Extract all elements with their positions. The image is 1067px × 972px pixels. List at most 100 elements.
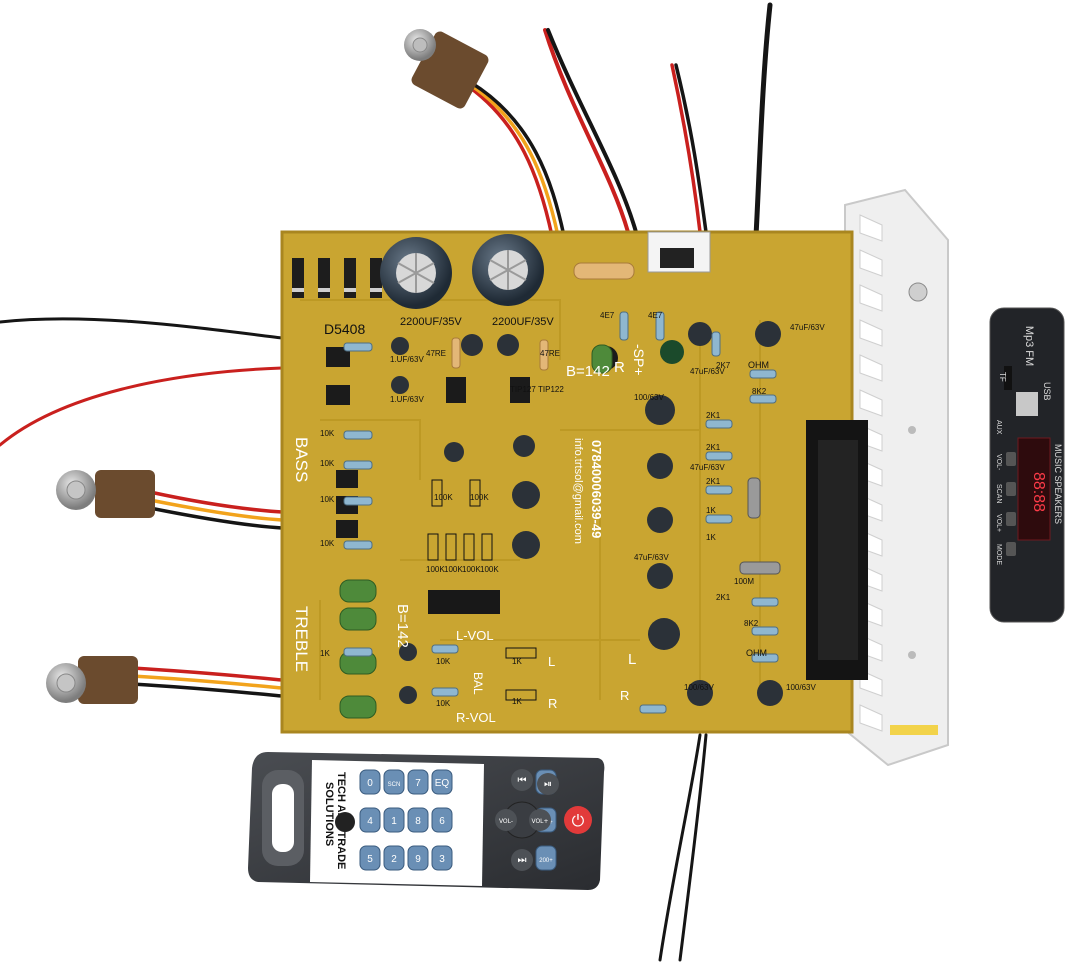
component-value-label: 47uF/63V bbox=[790, 323, 825, 332]
component-value-label: 10K bbox=[320, 459, 335, 468]
usb-port[interactable] bbox=[1016, 392, 1038, 416]
aux-label: AUX bbox=[995, 420, 1002, 435]
component-value-label: 4E7 bbox=[648, 311, 663, 320]
volume-potentiometer bbox=[404, 29, 489, 109]
component-value-label: 47uF/63V bbox=[690, 463, 725, 472]
remote-nav-button[interactable] bbox=[537, 773, 559, 795]
component-value-label: 10K bbox=[320, 429, 335, 438]
remote-key-label: EQ bbox=[435, 778, 450, 789]
component-value-label: 1K bbox=[512, 657, 522, 666]
remote-nav-pad: ⏮⏭VOL-VOL+⏯ bbox=[495, 769, 559, 871]
mp3-button[interactable] bbox=[1006, 542, 1016, 556]
remote-brand-2: SOLUTIONS bbox=[323, 782, 335, 846]
op-amp-ic bbox=[428, 590, 500, 614]
component-value-label: 47uF/63V bbox=[634, 553, 669, 562]
remote-nav-label: VOL- bbox=[499, 818, 513, 825]
mp3-button[interactable] bbox=[1006, 512, 1016, 526]
remote-key[interactable] bbox=[383, 807, 405, 833]
remote-key-label: SCN bbox=[388, 782, 401, 788]
small-capacitors bbox=[391, 321, 783, 706]
r-low-label: R bbox=[620, 688, 629, 703]
remote-nav-label: ⏮ bbox=[518, 775, 527, 786]
component-value-label: 100K bbox=[470, 493, 489, 502]
remote-key[interactable] bbox=[359, 807, 381, 833]
remote-key[interactable] bbox=[359, 769, 381, 795]
component-value-label: 1K bbox=[706, 533, 716, 542]
component-value-label: 100K bbox=[480, 565, 499, 574]
remote-nav-label: ⏯ bbox=[544, 779, 552, 790]
component-value-label: 1.UF/63V bbox=[390, 395, 424, 404]
remote-nav-button[interactable] bbox=[511, 769, 533, 791]
remote-key-label: 0 bbox=[367, 778, 373, 789]
component-value-label: 10K bbox=[320, 495, 335, 504]
component-value-label: 1K bbox=[320, 649, 330, 658]
remote-key[interactable] bbox=[407, 807, 429, 833]
l-mid-label: L bbox=[548, 654, 555, 669]
treble-label: TREBLE bbox=[292, 606, 311, 672]
mp3-module: Mp3 FM USB TF 88:88 MUSIC SPEAKERS VOL- … bbox=[989, 307, 1065, 623]
remote-key[interactable] bbox=[359, 845, 381, 871]
mp3-btn-label-0: VOL- bbox=[995, 454, 1002, 471]
mp3-display: 88:88 bbox=[1030, 472, 1047, 512]
amplifier-board: D5408 2200UF/35V 2200UF/35V bbox=[280, 230, 868, 734]
remote-nav-button[interactable] bbox=[495, 809, 517, 831]
component-value-label: TIP122 bbox=[538, 385, 564, 394]
remote-nav-label: VOL+ bbox=[531, 818, 548, 825]
tf-slot[interactable] bbox=[1004, 366, 1012, 390]
component-value-label: 2K1 bbox=[706, 411, 721, 420]
mp3-buttons bbox=[1006, 452, 1016, 556]
mp3-button[interactable] bbox=[1006, 452, 1016, 466]
mp3-btn-label-2: VOL+ bbox=[995, 514, 1002, 532]
remote-nav-button[interactable] bbox=[529, 809, 551, 831]
power-resistor bbox=[573, 262, 635, 280]
remote-key[interactable] bbox=[431, 845, 453, 871]
treble-potentiometer bbox=[46, 656, 138, 704]
filter-capacitor-2 bbox=[472, 234, 544, 306]
mp3-btn-label-3: MODE bbox=[995, 544, 1002, 565]
remote-key[interactable] bbox=[383, 845, 405, 871]
ohm-label-1: OHM bbox=[748, 360, 769, 370]
remote-key-label: 5 bbox=[367, 854, 373, 865]
mp3-logo: Mp3 FM bbox=[1023, 326, 1035, 366]
remote-nav-button[interactable] bbox=[511, 849, 533, 871]
remote-key-label: 200+ bbox=[539, 858, 553, 864]
email-label: info.trtsol@gmail.com bbox=[572, 438, 584, 544]
component-value-label: 100K bbox=[426, 565, 445, 574]
remote-key-label: 8 bbox=[415, 816, 421, 827]
remote-key-label: 7 bbox=[415, 778, 421, 789]
component-value-label: 1K bbox=[512, 697, 522, 706]
remote-key[interactable] bbox=[407, 845, 429, 871]
mp3-brand: MUSIC SPEAKERS bbox=[1053, 444, 1063, 524]
component-value-label: 8K2 bbox=[744, 619, 759, 628]
ohm-label-2: OHM bbox=[746, 648, 767, 658]
beta-bottom-label: B=142 bbox=[394, 604, 411, 648]
component-value-label: 47uF/63V bbox=[690, 367, 725, 376]
component-value-label: 100K bbox=[462, 565, 481, 574]
remote-key[interactable] bbox=[383, 769, 405, 795]
component-value-label: 100/63V bbox=[634, 393, 664, 402]
mp3-btn-label-1: SCAN bbox=[995, 484, 1002, 503]
mp3-button[interactable] bbox=[1006, 482, 1016, 496]
component-value-label: 2K1 bbox=[706, 477, 721, 486]
cap2-label: 2200UF/35V bbox=[492, 316, 554, 328]
remote-key[interactable] bbox=[535, 845, 557, 871]
component-value-label: 100K bbox=[444, 565, 463, 574]
remote-key[interactable] bbox=[431, 807, 453, 833]
r-mid-label: R bbox=[548, 696, 557, 711]
brand-logo-icon bbox=[335, 812, 355, 832]
component-value-label: 10K bbox=[436, 657, 451, 666]
cap1-label: 2200UF/35V bbox=[400, 316, 462, 328]
remote-key[interactable] bbox=[431, 769, 453, 795]
power-button[interactable] bbox=[564, 806, 592, 834]
remote-key-label: 3 bbox=[439, 854, 445, 865]
component-value-label: 1K bbox=[706, 506, 716, 515]
filter-capacitor-1 bbox=[380, 237, 452, 309]
resistors bbox=[343, 311, 781, 714]
diode-label: D5408 bbox=[324, 321, 365, 337]
component-value-label: 47RE bbox=[426, 349, 446, 358]
remote-key[interactable] bbox=[407, 769, 429, 795]
wires bbox=[0, 2, 773, 962]
component-value-label: TIP127 bbox=[510, 385, 536, 394]
component-value-label: 10K bbox=[436, 699, 451, 708]
